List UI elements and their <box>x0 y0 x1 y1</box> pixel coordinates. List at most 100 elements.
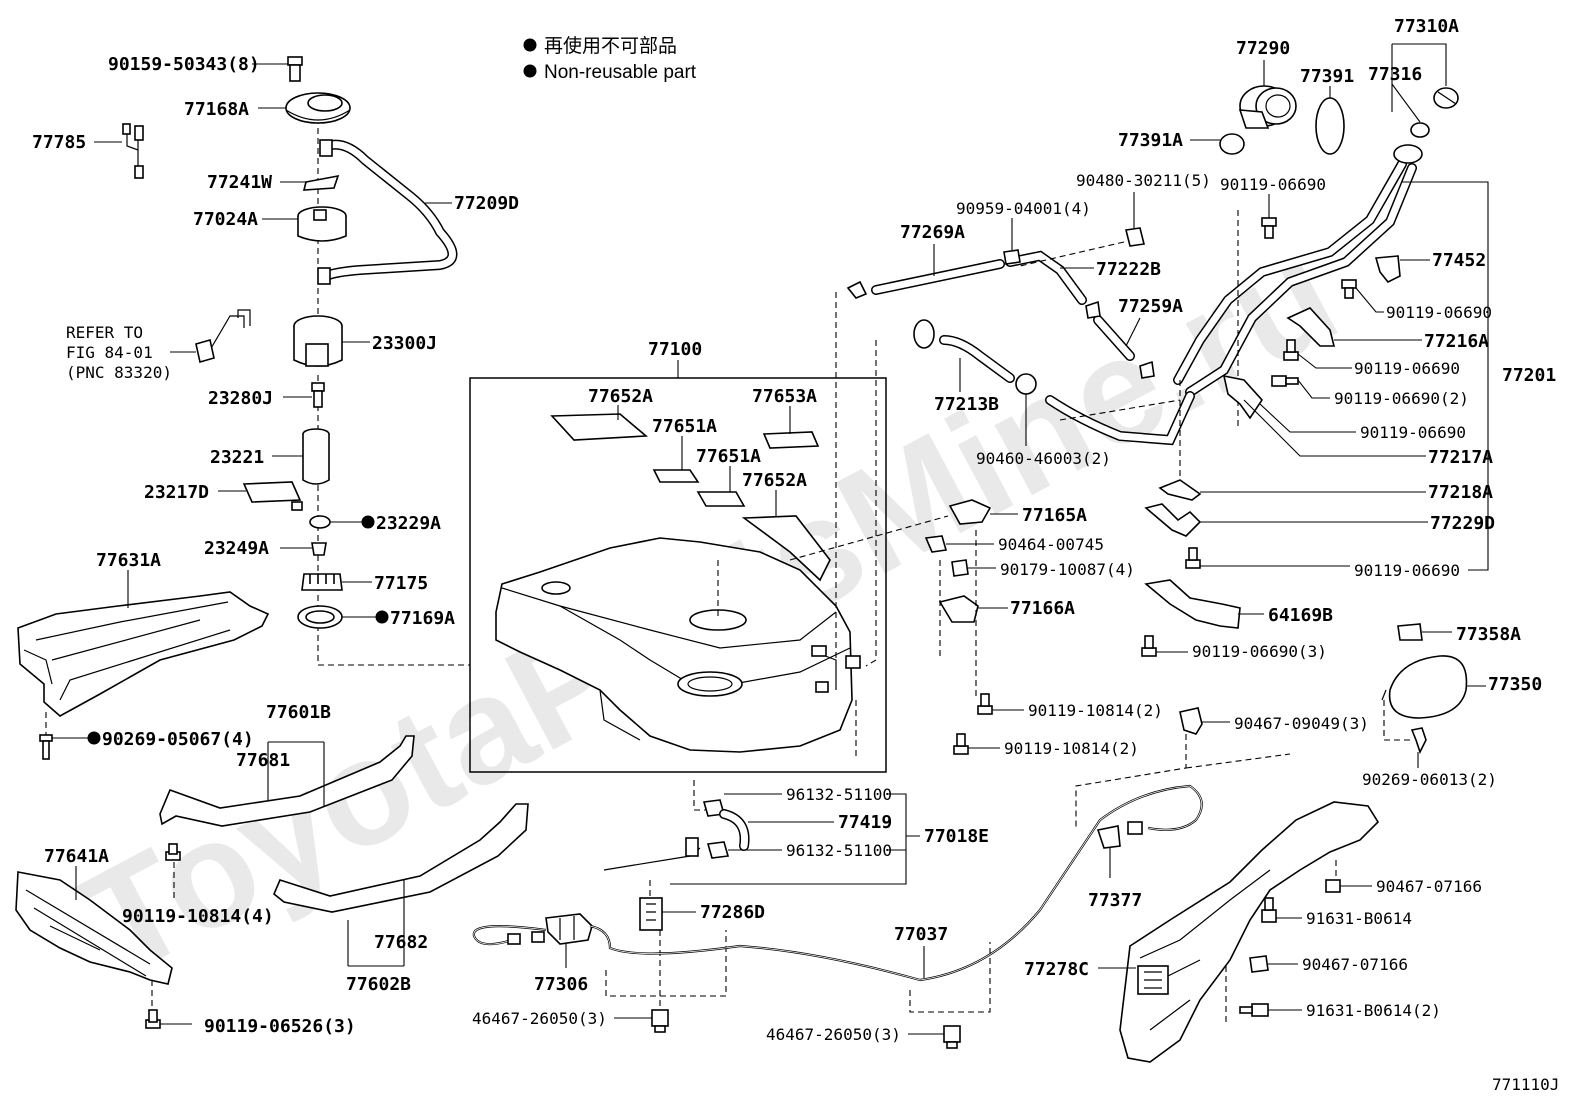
hose-77213B[interactable] <box>939 335 1015 383</box>
label-77229D: 77229D <box>1430 513 1495 534</box>
clamp-77452[interactable] <box>1374 255 1401 284</box>
bracket-77165A[interactable] <box>948 499 992 525</box>
label-90269-05067: 90269-05067(4) <box>102 729 254 750</box>
cable-77037[interactable] <box>472 784 1203 982</box>
label-77201: 77201 <box>1502 365 1556 386</box>
bolt-90119-10814-4[interactable] <box>165 843 181 861</box>
clip-46467-a[interactable] <box>651 1009 669 1033</box>
clip-77241W[interactable] <box>302 174 340 191</box>
dash-tank-vent <box>835 292 877 667</box>
clamp-77229D[interactable] <box>1144 503 1202 537</box>
gauge-77785[interactable] <box>122 123 144 179</box>
bolt-91631-B0614[interactable] <box>1261 897 1277 923</box>
filler-pipe-77201[interactable] <box>1173 144 1423 397</box>
label-90480: 90480-30211(5) <box>1076 171 1211 190</box>
label-90159: 90159-50343(8) <box>108 54 260 75</box>
housing-77290[interactable] <box>1238 85 1297 129</box>
hose-77222B[interactable] <box>1005 250 1087 305</box>
clamp-77286D[interactable] <box>639 897 663 931</box>
clamp-90480[interactable] <box>1125 227 1145 247</box>
label-23300J: 23300J <box>372 333 437 354</box>
bracket-77602B <box>347 880 405 967</box>
insulator-77652A-1[interactable] <box>550 413 649 441</box>
nut-90467-07166-a[interactable] <box>1325 879 1341 893</box>
bracket-64169B[interactable] <box>1144 579 1241 629</box>
bolt-90119-06690-b[interactable] <box>1341 279 1357 299</box>
leader-77259A <box>1125 317 1141 347</box>
sender-77024A[interactable] <box>297 206 347 242</box>
bolt-91631-B0614-2[interactable] <box>1239 1003 1269 1017</box>
valve-23280J[interactable] <box>311 382 325 408</box>
pump-module-23300J[interactable] <box>293 315 343 367</box>
fuel-tank-77100[interactable] <box>495 537 861 753</box>
label-90119-06690-d: 90119-06690 <box>1360 423 1466 442</box>
label-90467-07166-b: 90467-07166 <box>1302 955 1408 974</box>
hose-77209D[interactable] <box>321 139 458 281</box>
gasket-77169A[interactable] <box>297 605 343 629</box>
label-90460: 90460-46003(2) <box>976 449 1111 468</box>
legend-bullet-en <box>523 64 537 78</box>
bolt-90269-05067[interactable] <box>39 734 53 760</box>
hose-77419[interactable] <box>719 809 750 851</box>
label-90269-06013: 90269-06013(2) <box>1362 770 1497 789</box>
liner-77278C[interactable] <box>1119 801 1380 1063</box>
bracket-77166A[interactable] <box>938 595 979 623</box>
clamp-77259A-b <box>1139 360 1155 379</box>
leader-90119-06690-b <box>1355 287 1384 313</box>
protector-77631A[interactable] <box>17 591 270 717</box>
sensor-77306[interactable] <box>545 913 593 945</box>
bracket-77217A[interactable] <box>1222 374 1264 420</box>
hinge-77358A[interactable] <box>1397 623 1423 641</box>
bolt-90119-10814-2a[interactable] <box>977 693 993 715</box>
label-90119-06690-a: 90119-06690 <box>1220 175 1326 194</box>
clamp-77218A[interactable] <box>1158 479 1202 501</box>
wire-sender <box>603 837 701 871</box>
dash-77286D <box>649 880 661 1010</box>
strap-77681[interactable] <box>159 735 415 827</box>
retainer-77168A[interactable] <box>285 92 351 124</box>
pump-23221[interactable] <box>302 428 330 485</box>
label-91631-B0614: 91631-B0614 <box>1306 909 1412 928</box>
screw-90269-06013[interactable] <box>1410 727 1427 755</box>
shield-77641A[interactable] <box>15 871 173 985</box>
clip-46467-b[interactable] <box>943 1025 961 1049</box>
bracket-77216A[interactable] <box>1286 307 1336 347</box>
insulator-77652A-2[interactable] <box>741 515 831 582</box>
label-77165A: 77165A <box>1022 505 1087 526</box>
insulator-77653A[interactable] <box>762 431 820 449</box>
label-77391: 77391 <box>1300 66 1354 87</box>
seal-77391[interactable] <box>1315 97 1345 155</box>
dash-77165A-column <box>939 530 977 700</box>
clip-90464[interactable] <box>924 535 948 553</box>
gasket-77391A[interactable] <box>1219 133 1245 155</box>
bolt-90159[interactable] <box>287 56 303 82</box>
clip-90959[interactable] <box>1003 249 1021 265</box>
ring-77175[interactable] <box>301 573 343 591</box>
strap-77682[interactable] <box>273 803 529 913</box>
bolt-90119-06690-2[interactable] <box>1271 375 1299 387</box>
cap-77310A[interactable] <box>1433 87 1459 109</box>
figure-code: 771110J <box>1492 1075 1559 1094</box>
filter-23217D[interactable] <box>242 481 302 503</box>
dash-filler-center <box>1059 380 1181 480</box>
label-77652A-2: 77652A <box>742 470 807 491</box>
hose-77259A[interactable] <box>1093 315 1135 361</box>
actuator-77377[interactable] <box>1096 821 1143 849</box>
nut-90179[interactable] <box>951 559 969 577</box>
bolt-90119-06526[interactable] <box>145 1009 161 1029</box>
bolt-90119-06690-e[interactable] <box>1185 547 1201 569</box>
bolt-90119-06690-3[interactable] <box>1141 635 1157 657</box>
bolt-90119-10814-2b[interactable] <box>953 733 969 755</box>
bolt-90119-06690-c[interactable] <box>1283 339 1299 361</box>
insulator-77651A-1[interactable] <box>652 469 700 483</box>
hose-77269A[interactable] <box>871 259 1005 295</box>
gasket-77316[interactable] <box>1410 122 1430 138</box>
ring-23229A[interactable] <box>309 515 331 529</box>
clamp-96132-b[interactable] <box>706 841 730 859</box>
nut-90467-07166-b[interactable] <box>1249 955 1269 973</box>
insulator-77651A-2[interactable] <box>696 491 746 507</box>
cushion-23249A[interactable] <box>311 542 327 556</box>
sender-arm-refer[interactable] <box>195 309 251 364</box>
clip-90467-09049[interactable] <box>1179 707 1203 735</box>
fuel-lid-77350[interactable] <box>1381 655 1468 719</box>
